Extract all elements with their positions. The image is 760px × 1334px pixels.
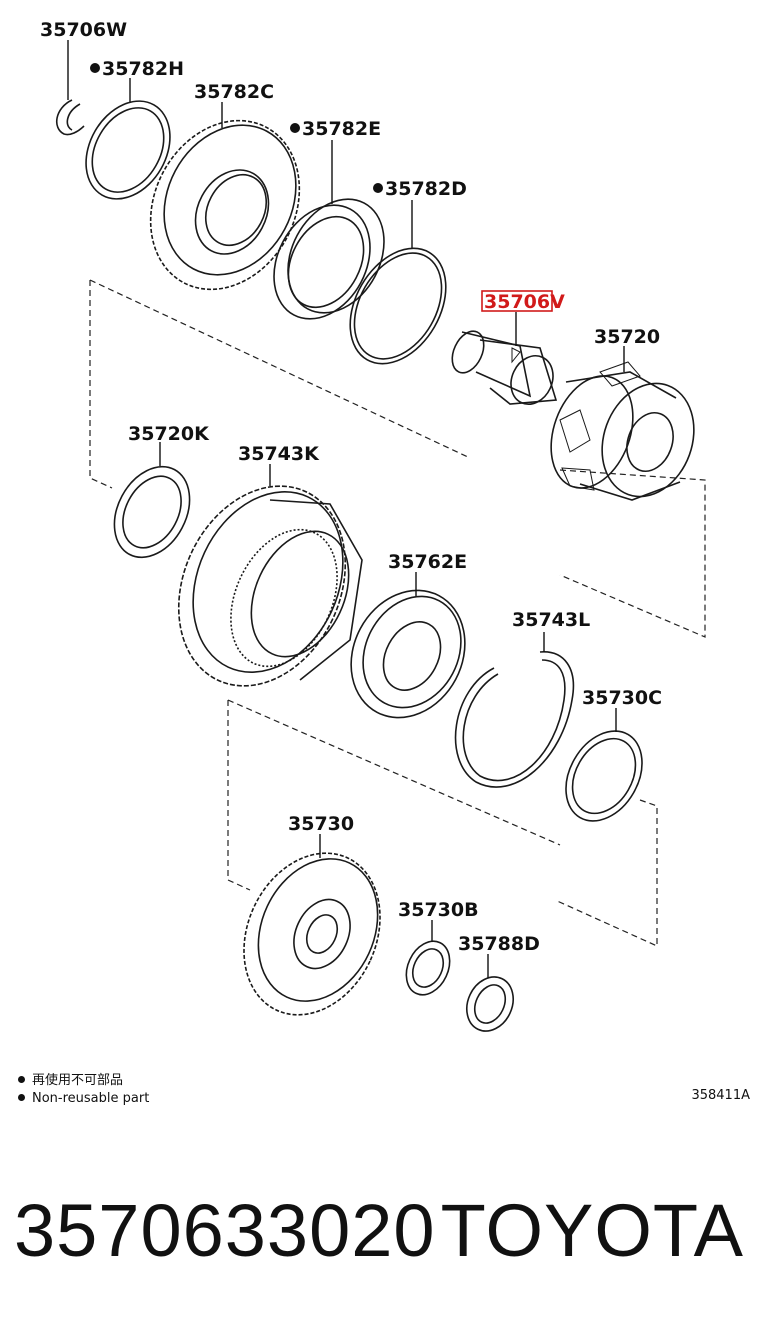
legend-text-en: Non-reusable part: [32, 1091, 150, 1106]
thrust-bearing-35762E: [350, 572, 466, 719]
legend-row-en: Non-reusable part: [18, 1090, 149, 1108]
bullet-icon: [18, 1094, 25, 1101]
non-reusable-dot-35782H: [90, 63, 100, 73]
snap-ring-35743L: [454, 632, 575, 788]
thrust-washer-35730C: [565, 708, 643, 822]
snap-ring-35706W: [55, 40, 85, 136]
non-reusable-dot-35782D: [373, 183, 383, 193]
label-35782D: 35782D: [385, 178, 467, 200]
bearing-35782E: [273, 140, 385, 320]
label-35782C: 35782C: [194, 81, 274, 103]
label-35743K: 35743K: [238, 443, 320, 465]
assembly-boundary-upper-right: [89, 279, 706, 638]
label-35706W: 35706W: [40, 19, 127, 41]
legend-row-jp: 再使用不可部品: [18, 1072, 149, 1090]
legend-text-jp: 再使用不可部品: [32, 1073, 124, 1088]
label-35706V: 35706V: [484, 291, 565, 313]
label-35743L: 35743L: [512, 609, 590, 631]
label-35720K: 35720K: [128, 423, 210, 445]
thrust-washer-35788D: [466, 954, 514, 1032]
planetary-carrier-35720: [550, 346, 695, 501]
bearing-35730B: [405, 920, 451, 996]
label-35782H: 35782H: [102, 58, 184, 80]
label-35730C: 35730C: [582, 687, 662, 709]
exploded-view-drawing: 35706W 35782H 35782C 35782E 35782D 35706…: [40, 19, 706, 1032]
sun-gear-35730: [243, 834, 381, 1016]
ring-gear-35743K: [177, 464, 363, 687]
shaft-35706V: [451, 312, 558, 405]
snap-ring-35782D: [349, 200, 447, 365]
thrust-washer-35782H: [85, 78, 171, 200]
gear-35782C: [149, 102, 301, 291]
thrust-washer-35720K: [113, 442, 191, 559]
bullet-icon: [18, 1076, 25, 1083]
label-35730B: 35730B: [398, 899, 479, 921]
label-35762E: 35762E: [388, 551, 467, 573]
highlight-box-35706V: [481, 290, 553, 312]
assembly-boundary-upper: [89, 280, 113, 489]
label-35720: 35720: [594, 326, 660, 348]
diagram-id: 358411A: [691, 1088, 750, 1103]
label-35782E: 35782E: [302, 118, 381, 140]
label-35788D: 35788D: [458, 933, 540, 955]
assembly-boundary-lower: [227, 699, 658, 947]
part-number: 3570633020: [14, 1189, 436, 1272]
label-35730: 35730: [288, 813, 354, 835]
legend: 再使用不可部品 Non-reusable part: [18, 1072, 149, 1108]
non-reusable-dot-35782E: [290, 123, 300, 133]
brand-name: TOYOTA: [440, 1189, 744, 1272]
